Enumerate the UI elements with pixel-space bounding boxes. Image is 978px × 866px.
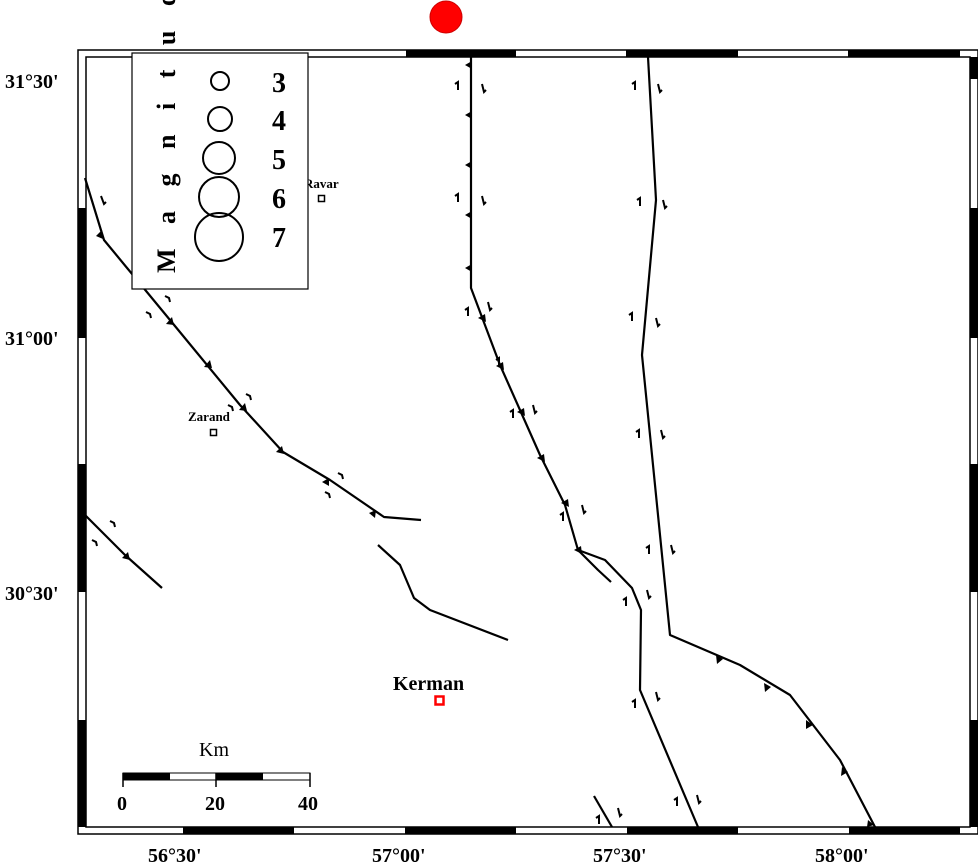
scale-bar: Km 0 20 40: [117, 739, 318, 815]
legend-label-6: 6: [272, 184, 286, 215]
scale-tick-20: 20: [205, 793, 225, 815]
fault-lines: [83, 56, 876, 828]
legend-label-5: 5: [272, 145, 286, 176]
city-marker: [317, 194, 326, 203]
legend-circle-4: [207, 106, 233, 132]
legend-label-7: 7: [272, 223, 286, 254]
legend-circle-7: [194, 212, 244, 262]
legend-label-3: 3: [272, 68, 286, 99]
lon-label-56-30: 56°30': [148, 845, 202, 866]
city-ravar: Ravar: [304, 176, 339, 203]
magnitude-legend: M a g n i t u d e 3 4 5 6 7: [131, 0, 309, 290]
scale-tick-40: 40: [298, 793, 318, 815]
thrust-markers: [96, 61, 874, 827]
lon-label-58-00: 58°00': [815, 845, 869, 866]
fault-south-short: [593, 795, 613, 828]
lat-label-30-30: 30°30': [5, 583, 59, 605]
city-marker: [434, 695, 445, 706]
lat-label-31-30: 31°30': [5, 71, 59, 93]
legend-label-4: 4: [272, 106, 286, 137]
city-zarand: Zarand: [188, 409, 231, 437]
fault-central-ns: [469, 57, 612, 583]
legend-circle-5: [202, 141, 236, 175]
city-label: Zarand: [188, 409, 231, 424]
lon-label-57-00: 57°00': [372, 845, 426, 866]
fault-central-ns-south: [577, 548, 700, 828]
city-kerman: Kerman: [393, 673, 464, 706]
scale-unit: Km: [199, 739, 229, 761]
city-label: Ravar: [304, 176, 339, 191]
epicenter-marker: [429, 0, 463, 34]
scale-tick-0: 0: [117, 793, 127, 815]
lat-label-31-00: 31°00': [5, 328, 59, 350]
fault-central: [377, 544, 509, 642]
strike-slip-markers: [91, 80, 702, 824]
fault-east: [640, 56, 876, 828]
legend-circle-6: [198, 176, 240, 218]
legend-title: M a g n i t u d e: [152, 0, 181, 273]
legend-circle-3: [210, 71, 230, 91]
city-label: Kerman: [393, 673, 464, 695]
city-marker: [209, 428, 218, 437]
lon-label-57-30: 57°30': [593, 845, 647, 866]
